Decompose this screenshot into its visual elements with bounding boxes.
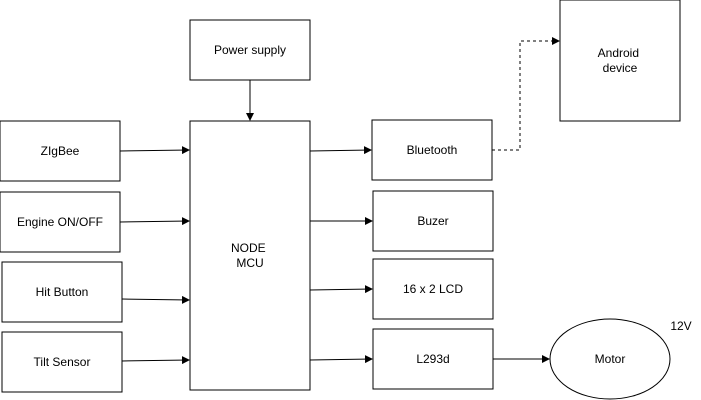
lcd-block: 16 x 2 LCD bbox=[372, 258, 494, 320]
buzer-label: Buzer bbox=[417, 214, 448, 228]
bluetooth-label: Bluetooth bbox=[407, 143, 458, 157]
arrow-mcu-to-bluetooth bbox=[309, 146, 372, 155]
arrow-hit-button-to-mcu bbox=[121, 295, 190, 304]
arrow-mcu-to-l293d bbox=[309, 355, 373, 364]
node-mcu-block: NODE MCU bbox=[189, 120, 311, 391]
android-line-2: device bbox=[603, 61, 638, 75]
arrow-zigbee-to-mcu bbox=[119, 146, 190, 155]
arrow-engine-to-mcu bbox=[119, 217, 190, 226]
hit-button-block: Hit Button bbox=[1, 261, 123, 323]
buzer-block: Buzer bbox=[372, 190, 494, 252]
motor-block: Motor bbox=[549, 318, 671, 400]
zigbee-label: ZIgBee bbox=[41, 144, 80, 158]
engine-label: Engine ON/OFF bbox=[17, 215, 103, 229]
arrow-tilt-sensor-to-mcu bbox=[121, 356, 190, 365]
zigbee-block: ZIgBee bbox=[0, 120, 121, 182]
tilt-sensor-block: Tilt Sensor bbox=[1, 331, 123, 393]
lcd-label: 16 x 2 LCD bbox=[403, 282, 463, 296]
node-mcu-line-1: NODE bbox=[231, 241, 266, 255]
power-supply-label: Power supply bbox=[214, 43, 286, 57]
hit-button-label: Hit Button bbox=[36, 285, 89, 299]
l293d-block: L293d bbox=[372, 328, 494, 390]
power-supply-block: Power supply bbox=[189, 19, 311, 81]
arrow-bluetooth-to-android bbox=[492, 37, 560, 151]
l293d-label: L293d bbox=[416, 352, 449, 366]
bluetooth-block: Bluetooth bbox=[371, 119, 493, 181]
node-mcu-line-2: MCU bbox=[236, 256, 263, 270]
node-mcu-label: NODE MCU bbox=[231, 241, 269, 270]
android-device-block: Android device bbox=[559, 0, 681, 122]
engine-block: Engine ON/OFF bbox=[0, 191, 121, 253]
android-device-label: Android device bbox=[598, 46, 643, 75]
motor-label: Motor bbox=[595, 352, 626, 366]
android-line-1: Android bbox=[598, 46, 639, 60]
tilt-sensor-label: Tilt Sensor bbox=[34, 355, 91, 369]
voltage-label: 12V bbox=[670, 319, 691, 333]
arrow-mcu-to-lcd bbox=[309, 285, 373, 294]
